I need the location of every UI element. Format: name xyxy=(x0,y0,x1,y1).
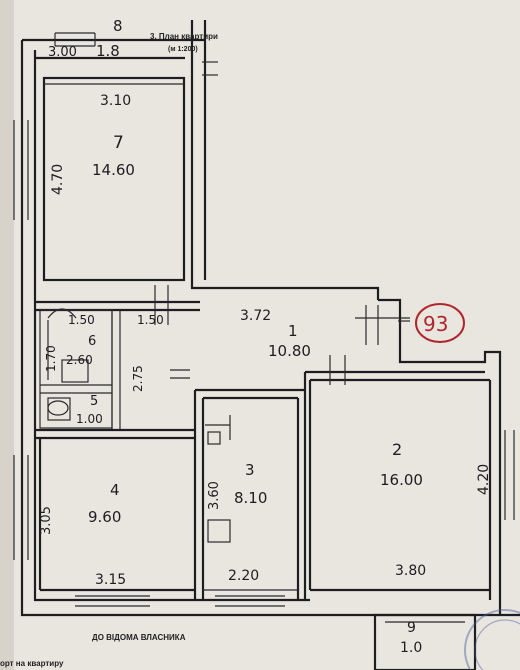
room-8-area: 1.8 xyxy=(96,42,120,60)
room-7-width: 3.10 xyxy=(100,93,131,109)
room-4-height: 3.05 xyxy=(39,506,54,535)
paper-shade-left xyxy=(0,0,14,670)
windows xyxy=(13,32,515,607)
room-9-number: 9 xyxy=(407,620,416,636)
room-3-number: 3 xyxy=(245,461,255,479)
room-6-number: 6 xyxy=(88,334,96,349)
room-1-dim-b: 1.50 xyxy=(137,313,164,327)
room-7-outline xyxy=(42,76,186,282)
room-1-number: 1 xyxy=(288,322,298,340)
footer-note: ДО ВІДОМА ВЛАСНИКА xyxy=(92,633,186,642)
room-2-height: 4.20 xyxy=(476,464,492,495)
corridor-dim: 2.75 xyxy=(131,365,145,392)
room-4-width: 3.15 xyxy=(95,572,126,588)
room-4-number: 4 xyxy=(110,481,120,499)
room-3-area: 8.10 xyxy=(234,489,267,507)
outer-walls xyxy=(20,20,520,617)
plan-scale: (м 1:200) xyxy=(168,46,198,53)
room-4-area: 9.60 xyxy=(88,508,121,526)
room-7-area: 14.60 xyxy=(92,161,135,179)
room-6-area: 2.60 xyxy=(66,353,93,367)
room-1-area: 10.80 xyxy=(268,342,311,360)
room-2-number: 2 xyxy=(392,440,402,459)
stamp xyxy=(464,609,520,670)
door-ticks xyxy=(154,61,410,385)
room-6-height: 1.70 xyxy=(44,345,58,372)
bottom-strip-text: орт на квартиру xyxy=(0,659,64,668)
room-1-dim-a: 1.50 xyxy=(68,313,95,327)
room-3-width: 2.20 xyxy=(228,568,259,584)
room-8-width: 3.00 xyxy=(48,45,77,60)
room-3-height: 3.60 xyxy=(207,481,222,510)
room-7-height: 4.70 xyxy=(50,164,66,195)
bathroom-block xyxy=(39,308,121,430)
plan-title: 3. План квартири xyxy=(150,32,218,41)
room-5-number: 5 xyxy=(90,394,98,409)
room-2-area: 16.00 xyxy=(380,471,423,489)
circled-number: 93 xyxy=(415,303,465,343)
room-1-width: 3.72 xyxy=(240,308,271,324)
header: 3. План квартири (м 1:200) xyxy=(150,32,218,53)
circled-number-text: 93 xyxy=(423,312,448,336)
balcony-9 xyxy=(373,613,477,670)
room-5-area: 1.00 xyxy=(76,412,103,426)
room-2-width: 3.80 xyxy=(395,563,426,579)
room-7-number: 7 xyxy=(113,133,124,153)
room-9-area: 1.0 xyxy=(400,640,422,656)
room-8-number: 8 xyxy=(113,17,123,35)
